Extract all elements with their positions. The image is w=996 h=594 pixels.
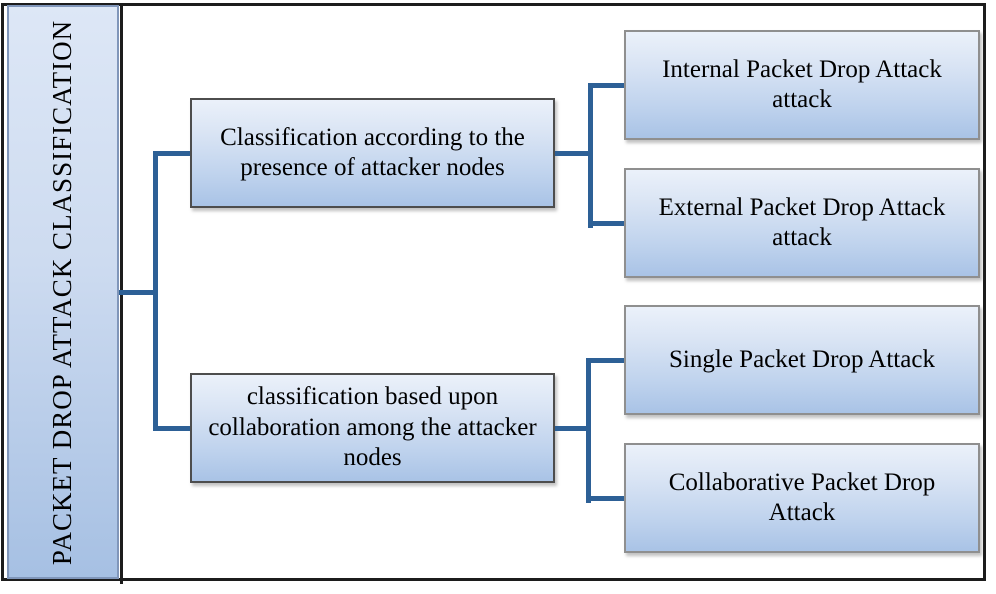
leaf-label: External Packet Drop Attack attack <box>658 193 946 252</box>
leaf-box-collaborative-packet-drop-attack: Collaborative Packet Drop Attack <box>624 443 980 553</box>
connector-category1-vertical <box>588 83 593 228</box>
category-box-collaboration-among-attacker-nodes: classification based upon collaboration … <box>190 373 555 483</box>
connector-category2-stub <box>555 426 591 431</box>
leaf-label: Collaborative Packet Drop Attack <box>668 468 936 527</box>
connector-root-vertical <box>153 151 158 431</box>
connector-branch-category-2 <box>153 426 190 431</box>
connector-root-stub <box>119 290 157 295</box>
category-label: Classification according to the presence… <box>220 123 525 182</box>
leaf-label: Single Packet Drop Attack <box>669 345 935 373</box>
connector-branch-category-1 <box>153 151 190 156</box>
category-label: classification based upon collaboration … <box>208 383 537 472</box>
root-box-packet-drop-attack-classification: PACKET DROP ATTACK CLASSIFICATION <box>7 5 119 579</box>
category-box-presence-of-attacker-nodes: Classification according to the presence… <box>190 98 555 208</box>
connector-category2-vertical <box>586 358 591 503</box>
root-label: PACKET DROP ATTACK CLASSIFICATION <box>47 19 78 565</box>
leaf-box-external-packet-drop-attack: External Packet Drop Attack attack <box>624 168 980 278</box>
leaf-label: Internal Packet Drop Attack attack <box>662 55 942 114</box>
leaf-box-single-packet-drop-attack: Single Packet Drop Attack <box>624 305 980 415</box>
connector-branch-leaf-2 <box>588 221 624 226</box>
connector-branch-leaf-3 <box>586 358 624 363</box>
figure-frame <box>1 3 986 581</box>
leaf-box-internal-packet-drop-attack: Internal Packet Drop Attack attack <box>624 30 980 140</box>
connector-branch-leaf-1 <box>588 83 624 88</box>
connector-branch-leaf-4 <box>586 496 624 501</box>
connector-category1-stub <box>555 151 592 156</box>
